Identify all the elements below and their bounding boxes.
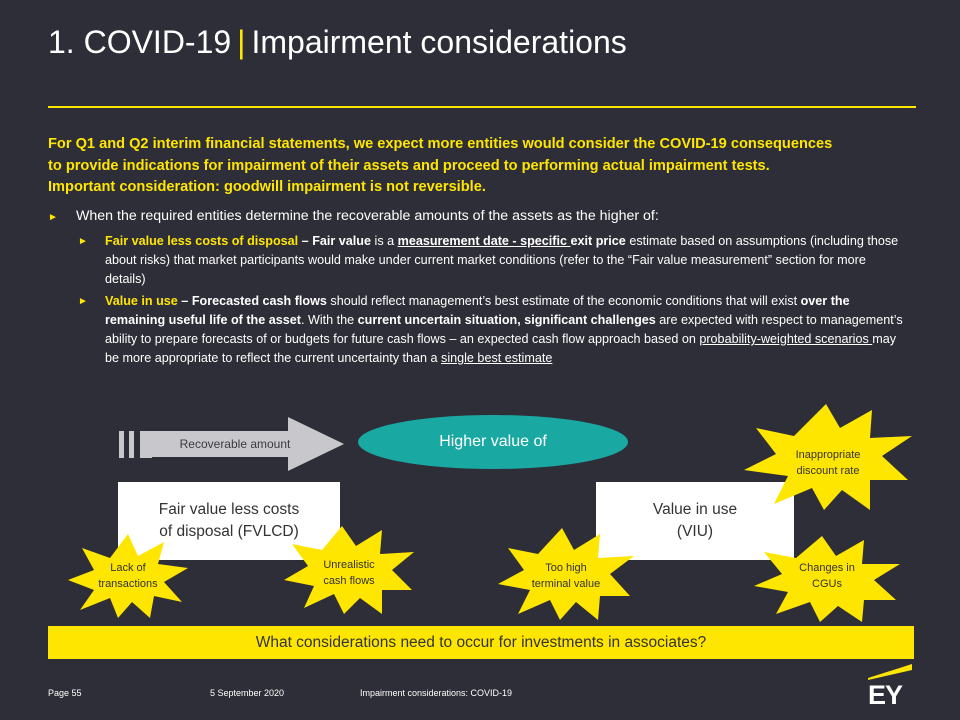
forecasted-cash-flows-term: Forecasted cash flows: [191, 294, 327, 308]
viu-box: Value in use (VIU): [596, 482, 794, 560]
page-number: Page 55: [48, 688, 82, 698]
star-terminal-line-2: terminal value: [531, 578, 601, 590]
star-lack-line-1: Lack of: [110, 562, 146, 574]
sub-bullet-marker: ►: [78, 236, 88, 247]
fair-value-term: Fair value: [312, 234, 372, 248]
sub-bullet-viu-text: Value in use – Forecasted cash flows sho…: [105, 292, 908, 368]
intro-line-2: to provide indications for impairment of…: [48, 157, 770, 174]
text-fragment: estimate based on assumptions (including…: [105, 234, 899, 286]
viu-box-line-1: Value in use: [652, 501, 738, 518]
exit-price-term: exit price: [570, 234, 626, 248]
star-unrealistic-line-2: cash flows: [323, 575, 375, 587]
text-fragment: . With the: [300, 313, 358, 327]
sub-bullet-fvlcd: ► Fair value less costs of disposal – Fa…: [78, 232, 908, 289]
fvlcd-box-line-2: of disposal (FVLCD): [159, 523, 299, 540]
star-discount-line-1: Inappropriate: [795, 449, 861, 461]
higher-value-label: Higher value of: [439, 433, 547, 450]
viu-label: Value in use: [105, 294, 178, 308]
starburst-changes-in-cgus: [754, 536, 900, 622]
bullet-recoverable: ► When the required entities determine th…: [48, 206, 928, 228]
title-main: Impairment considerations: [251, 24, 627, 60]
sub-bullet-marker: ►: [78, 296, 88, 307]
starburst-terminal-value: [498, 528, 634, 620]
intro-line-3: Important consideration: goodwill impair…: [48, 179, 486, 195]
star-lack-line-2: transactions: [98, 578, 158, 590]
sub-bullet-fvlcd-text: Fair value less costs of disposal – Fair…: [105, 232, 908, 289]
star-lack-text: Lack of transactions: [88, 560, 168, 592]
intro-line-1: For Q1 and Q2 interim financial statemen…: [48, 136, 833, 152]
star-cgu-text: Changes in CGUs: [780, 560, 874, 592]
text-fragment: should reflect management’s best estimat…: [326, 294, 801, 308]
recoverable-amount-arrow: [152, 417, 344, 471]
star-discount-line-2: discount rate: [796, 465, 860, 477]
star-unrealistic-text: Unrealistic cash flows: [306, 557, 392, 589]
probability-weighted-term: probability-weighted scenarios: [699, 332, 873, 346]
bullet-text: When the required entities determine the…: [76, 208, 659, 224]
star-unrealistic-line-1: Unrealistic: [323, 559, 375, 571]
text-fragment: are expected with respect to management’…: [105, 313, 903, 346]
star-cgu-line-2: CGUs: [812, 578, 842, 590]
footer-topic: Impairment considerations: COVID-19: [360, 688, 513, 698]
starburst-unrealistic-cash-flows: [284, 526, 414, 614]
fvlcd-label: Fair value less costs of disposal: [105, 234, 299, 248]
single-best-estimate-term: single best estimate: [441, 351, 553, 365]
starburst-lack-of-transactions: [68, 534, 188, 618]
star-terminal-text: Too high terminal value: [524, 560, 608, 592]
star-terminal-line-1: Too high: [545, 562, 587, 574]
star-cgu-line-1: Changes in: [799, 562, 855, 574]
question-text: What considerations need to occur for in…: [255, 633, 707, 651]
page-title: 1. COVID-19|Impairment considerations: [48, 20, 627, 64]
recoverable-amount-label: Recoverable amount: [179, 437, 291, 451]
dash: –: [298, 234, 313, 248]
ey-logo-beam-icon: [868, 664, 912, 680]
question-banner: What considerations need to occur for in…: [48, 626, 914, 659]
title-prefix: 1. COVID-19: [48, 24, 232, 60]
text-fragment: is a: [371, 234, 398, 248]
title-rule: [48, 106, 916, 108]
text-fragment: may be more appropriate to reflect the c…: [105, 332, 897, 365]
fvlcd-box-line-1: Fair value less costs: [158, 501, 300, 518]
viu-box-line-2: (VIU): [676, 523, 714, 540]
sub-bullet-viu: ► Value in use – Forecasted cash flows s…: [78, 292, 908, 368]
measurement-date-term: measurement date - specific: [397, 234, 571, 248]
starburst-discount-rate: [744, 404, 912, 510]
bullet-marker: ►: [48, 212, 58, 223]
title-separator: |: [237, 24, 246, 60]
intro-text: For Q1 and Q2 interim financial statemen…: [48, 134, 928, 199]
ey-logo: EY: [868, 680, 903, 710]
higher-value-ellipse: Higher value of: [358, 415, 628, 469]
dash: –: [177, 294, 192, 308]
remaining-useful-life-term: over the remaining useful life of the as…: [105, 294, 850, 327]
uncertain-situation-term: current uncertain situation, significant…: [357, 313, 656, 327]
star-discount-text: Inappropriate discount rate: [776, 447, 880, 479]
footer-date: 5 September 2020: [210, 688, 285, 698]
